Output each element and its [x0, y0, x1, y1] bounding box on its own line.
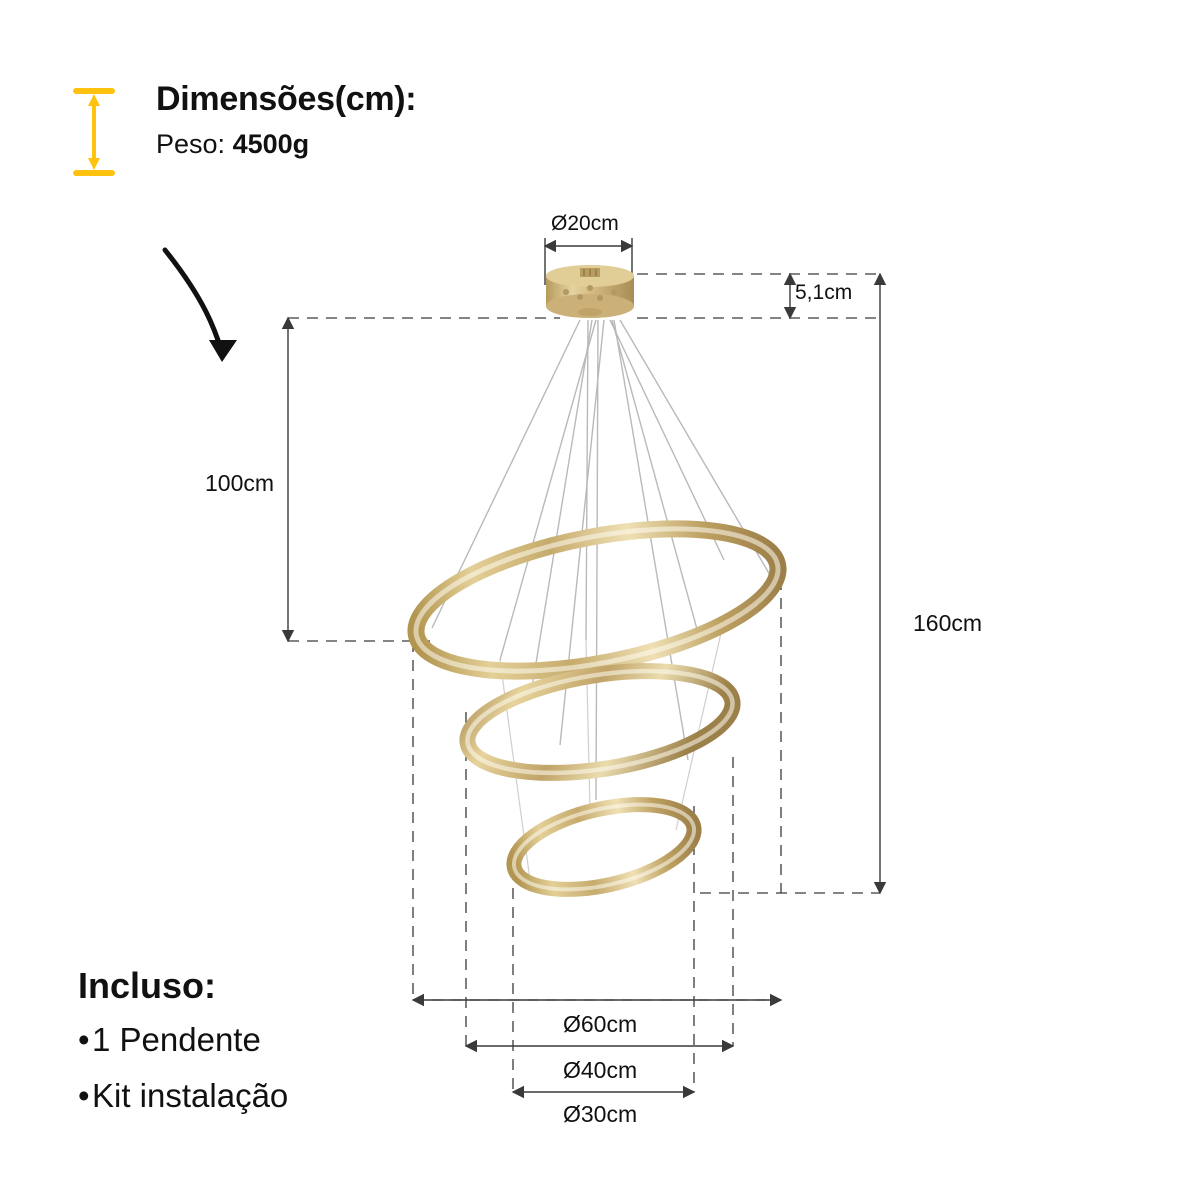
label-canopy-height: 5,1cm — [795, 281, 853, 304]
bullet-glyph: • — [78, 1021, 90, 1058]
weight-line: Peso: 4500g — [156, 126, 416, 162]
label-ring-medium: Ø40cm — [563, 1057, 638, 1083]
label-canopy-diameter: Ø20cm — [551, 212, 619, 235]
ring-small — [506, 797, 702, 897]
list-item: •Kit instalação — [78, 1068, 288, 1124]
label-total-height: 160cm — [913, 610, 983, 636]
included-title: Incluso: — [78, 965, 217, 1006]
included-block: Incluso: •1 Pendente •Kit instalação — [78, 960, 288, 1124]
page-title: Dimensões(cm): — [156, 80, 417, 118]
included-item-label: Kit instalação — [92, 1077, 289, 1114]
label-ring-large: Ø60cm — [563, 1011, 638, 1037]
ring-large — [407, 520, 787, 680]
bullet-glyph: • — [78, 1077, 90, 1114]
weight-value: 4500g — [232, 129, 310, 159]
dimension-lines — [281, 238, 887, 1099]
pointer-arrow-icon — [162, 247, 237, 362]
ceiling-canopy — [546, 265, 634, 318]
weight-label: Peso: — [156, 129, 226, 159]
label-ring-small: Ø30cm — [563, 1101, 638, 1127]
ring-medium — [459, 663, 741, 781]
label-drop-height: 100cm — [205, 470, 275, 496]
height-dimension-icon — [72, 86, 120, 178]
included-item-label: 1 Pendente — [92, 1021, 261, 1058]
list-item: •1 Pendente — [78, 1012, 288, 1068]
